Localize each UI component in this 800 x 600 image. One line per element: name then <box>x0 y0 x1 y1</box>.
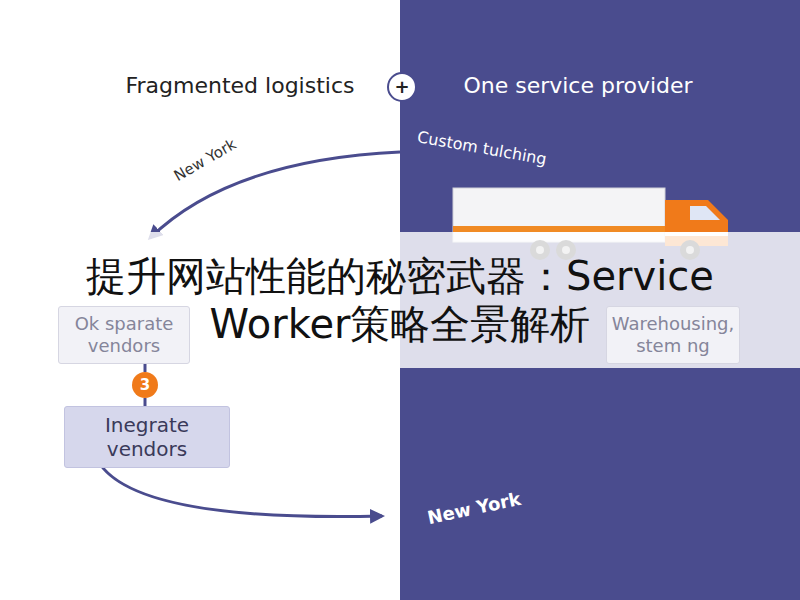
panel-heading: Fragmented logistics <box>126 73 355 98</box>
step-number: 3 <box>132 372 158 398</box>
connector <box>144 398 147 406</box>
node-text: Warehousing, stem ng <box>612 313 735 356</box>
process-box: Inegrate vendors <box>64 406 230 468</box>
process-box: Ok sparate vendors <box>58 306 190 364</box>
process-box: Warehousing, stem ng <box>606 306 740 364</box>
node-text: Inegrate vendors <box>73 413 221 461</box>
plus-circle: + <box>387 72 417 102</box>
node-text: + <box>394 76 409 98</box>
panel-heading: One service provider <box>463 73 692 98</box>
title-band <box>0 232 800 368</box>
node-text: 3 <box>140 376 150 394</box>
node-text: Ok sparate vendors <box>67 313 181 356</box>
connector <box>144 364 147 372</box>
flow-arc <box>100 464 382 517</box>
